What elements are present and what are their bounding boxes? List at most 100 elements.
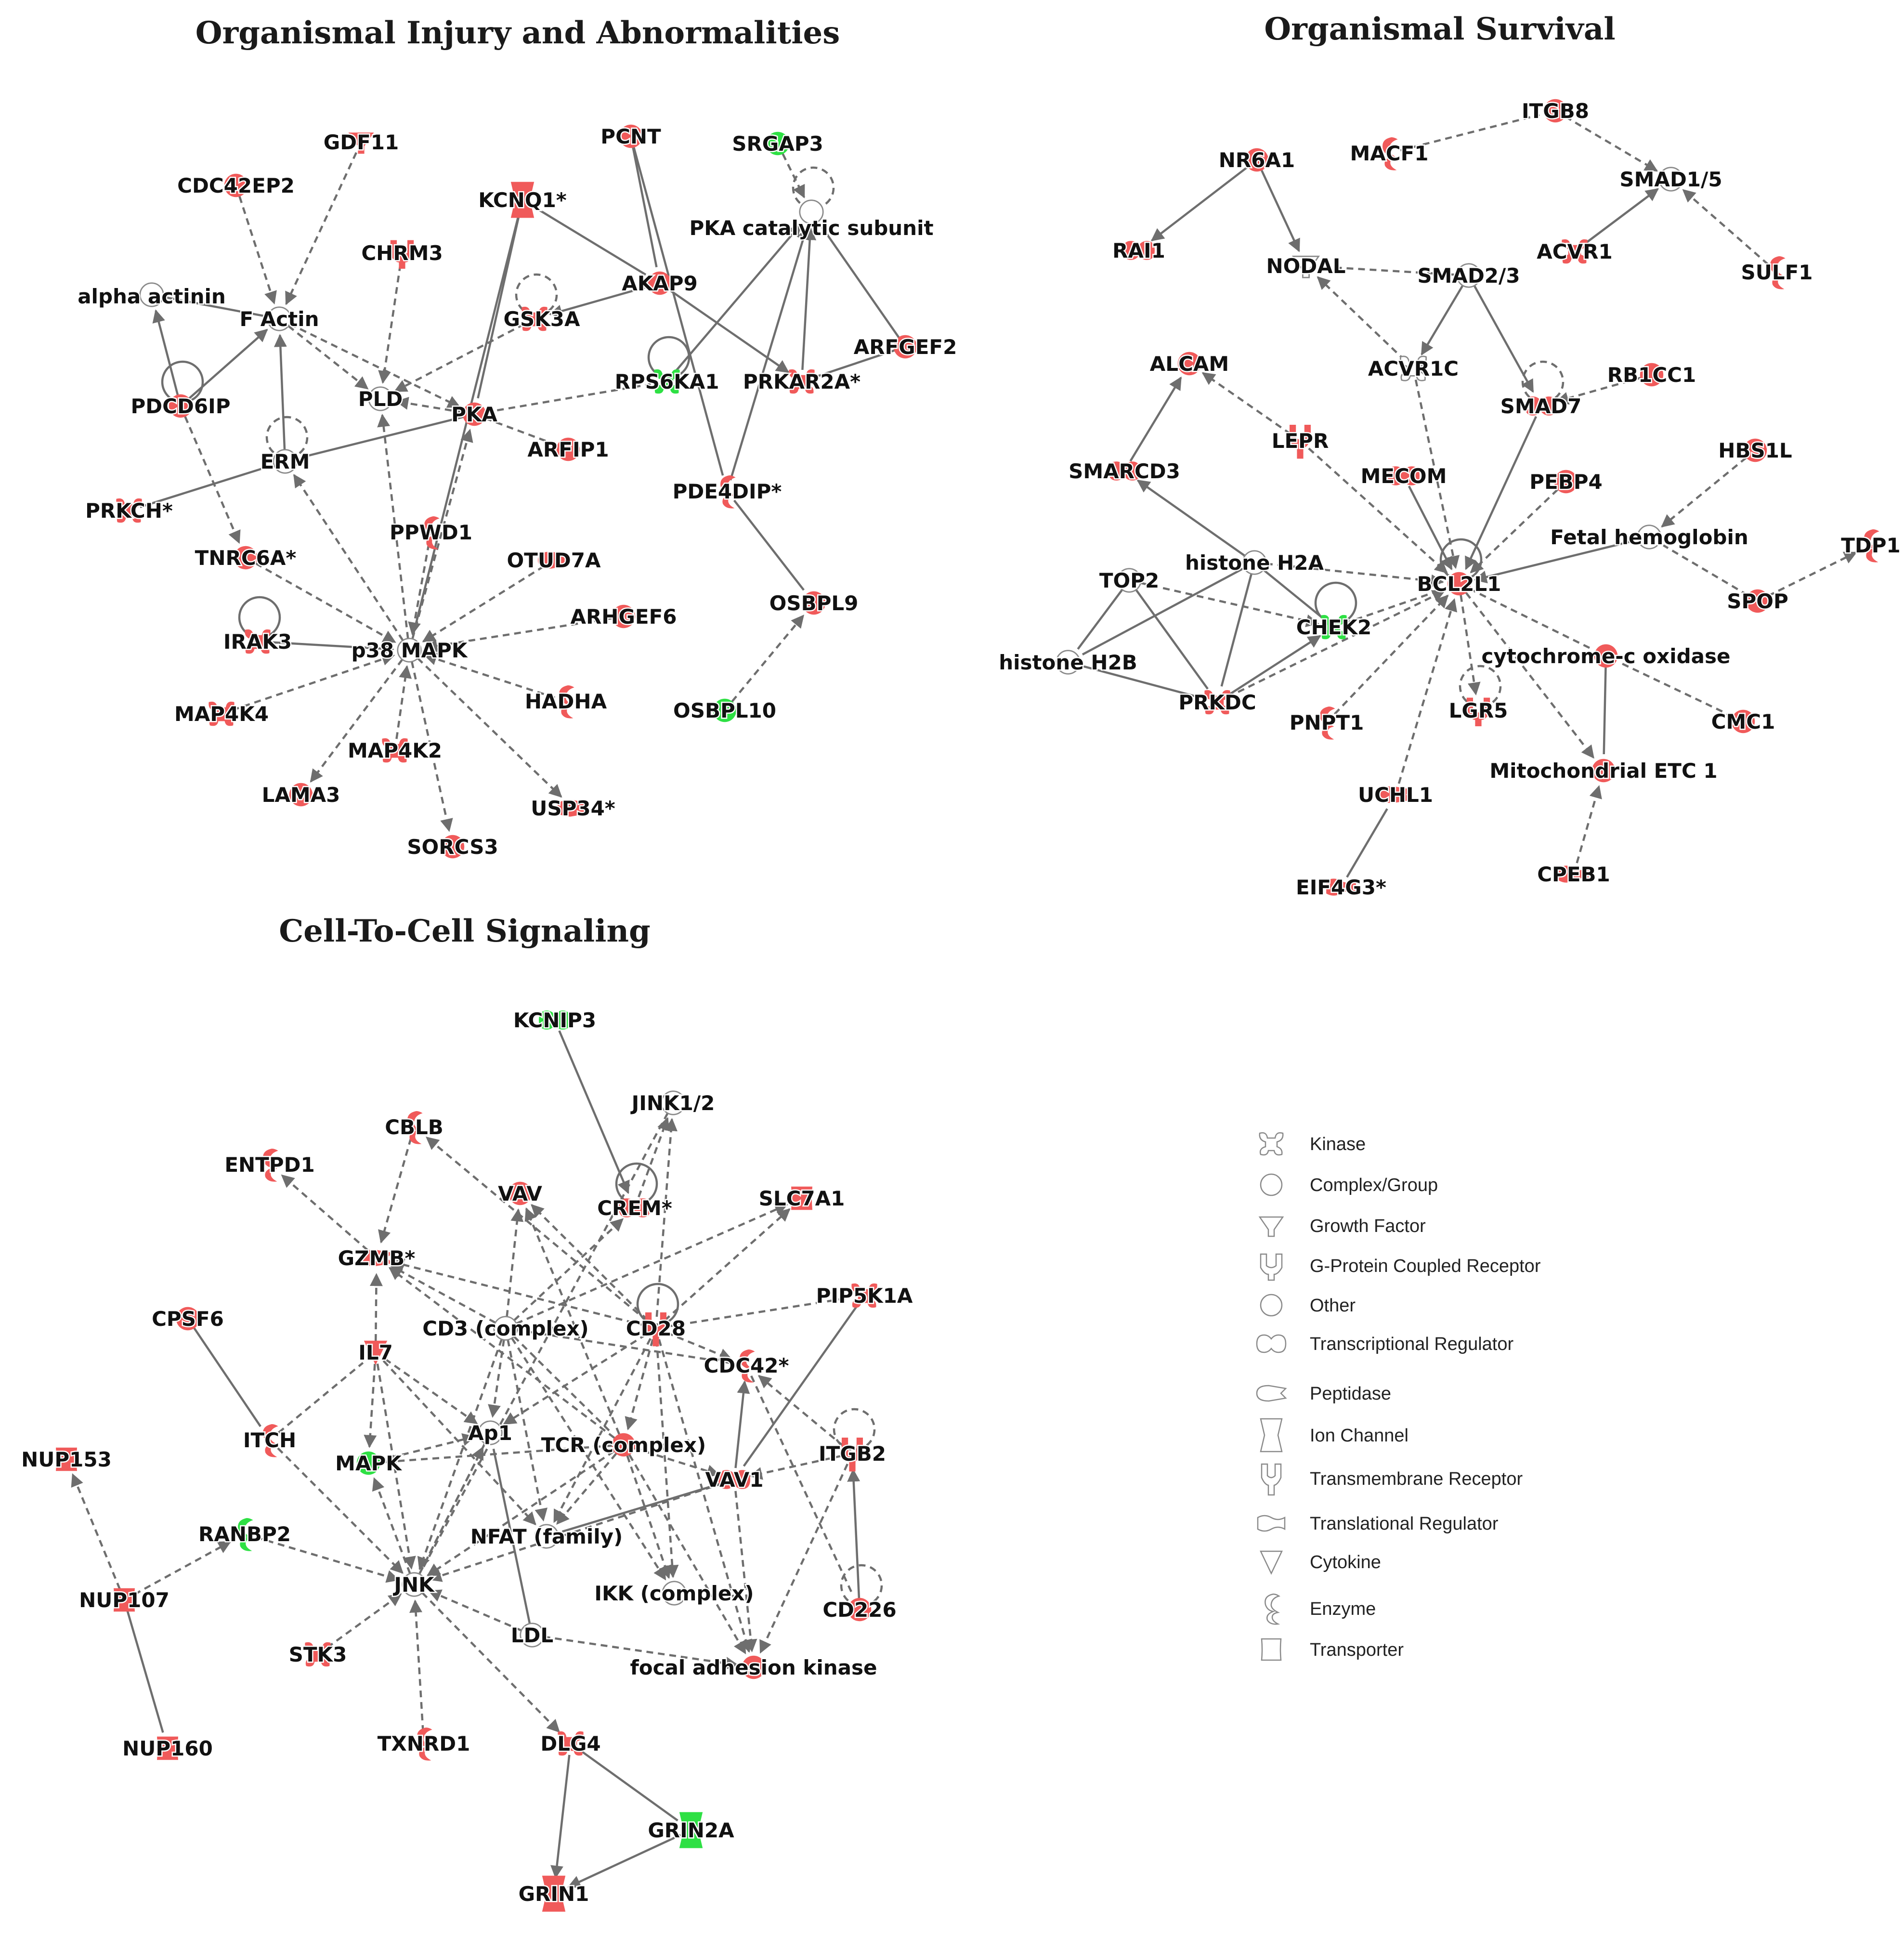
kinase-icon [789, 369, 815, 394]
node-macf1: MACF1 [1349, 137, 1430, 170]
node-label: ALCAM [1150, 352, 1229, 376]
edge-CD226-CD226 [840, 1564, 883, 1607]
legend-item-kinase: Kinase [1259, 1132, 1366, 1156]
kinase-icon [1562, 239, 1588, 264]
node-label: MAPK [335, 1452, 402, 1475]
node-tcr: TCR (complex) [540, 1432, 707, 1458]
node-label: SRGAP3 [732, 132, 823, 156]
edge-CPSF6-ITCH [193, 1327, 261, 1427]
node-label: PCNT [600, 125, 661, 148]
node-label: STK3 [289, 1643, 347, 1666]
edge-MACF1-ITGB8 [1400, 114, 1540, 152]
panel-title-survival: Organismal Survival [1264, 11, 1615, 47]
node-label: GZMB* [338, 1246, 416, 1270]
complex-icon [478, 1420, 503, 1445]
edge-TNRC6A-p38MAPK [255, 562, 396, 643]
kinase-icon [522, 306, 548, 331]
node-label: MAP4K4 [174, 702, 269, 726]
edge-SMARCD3-ALCAM [1129, 376, 1182, 462]
peptidase-icon [538, 551, 570, 569]
edge-NUP107-RANBP2 [133, 1541, 232, 1596]
node-label: p38 MAPK [352, 639, 468, 662]
node-label: USP34* [531, 797, 615, 820]
edge-PKA-ERM [300, 416, 464, 458]
edge-RB1CC1-SMAD7 [1555, 377, 1641, 405]
edge-TOP2-histoneH2B [1077, 589, 1123, 650]
node-label: RB1CC1 [1607, 363, 1696, 387]
node-label: MACF1 [1350, 142, 1428, 165]
node-label: LEPR [1272, 429, 1329, 453]
kinase-icon [1321, 615, 1347, 640]
node-label: KCNQ1* [478, 188, 567, 212]
node-jink12: JINK1/2 [629, 1090, 716, 1116]
edge-ITGB2-VAV1 [749, 1454, 842, 1480]
complex-icon [520, 1623, 545, 1648]
node-label: MECOM [1361, 464, 1447, 488]
edge-IRAK3-p38MAPK [269, 641, 394, 655]
transmembrane-icon [1290, 425, 1311, 459]
node-gzmb: GZMB* [337, 1245, 417, 1271]
transmembrane-icon [645, 1312, 666, 1347]
node-p38mapk: p38 MAPK [350, 638, 469, 664]
edge-SULF1-SMAD15 [1682, 189, 1769, 265]
node-label: LDL [511, 1624, 553, 1647]
edge-BCL2L1-cytochrome [1469, 588, 1592, 650]
edge-alphaactinin-FActin [163, 296, 264, 317]
node-label: focal adhesion kinase [630, 1656, 877, 1679]
cytokine-icon [364, 1340, 388, 1365]
node-gsk3a: GSK3A [502, 306, 581, 332]
transcriptional-icon [1108, 461, 1140, 481]
node-label: PDE4DIP* [673, 480, 782, 503]
edge-PKA-ARFIP1 [484, 417, 553, 445]
other-icon [619, 124, 643, 148]
node-label: OSBPL10 [673, 699, 776, 722]
node-label: EIF4G3* [1296, 876, 1386, 899]
enzyme-icon [720, 475, 736, 509]
node-arfip1: ARFIP1 [526, 437, 610, 463]
node-label: UCHL1 [1358, 783, 1433, 807]
edge-ITGB2-ITGB2 [833, 1408, 876, 1451]
edge-VAV1-JNK [428, 1482, 724, 1582]
edge-CMC1-cytochrome [1620, 662, 1734, 718]
node-label: alpha actinin [78, 285, 226, 308]
node-label: CD28 [626, 1317, 686, 1340]
edge-PPWD1-p38MAPK [408, 543, 430, 636]
edge-LEPR-ALCAM [1201, 372, 1291, 435]
node-otud7a: OTUD7A [506, 548, 602, 574]
transcriptional-icon [718, 1470, 750, 1489]
edge-VAV1-FAK [734, 1491, 757, 1652]
edge-TOP2-PRKDC [1135, 589, 1209, 690]
node-fetalhb: Fetal hemoglobin [1549, 524, 1750, 550]
complex-icon [273, 449, 298, 474]
edge-histoneH2B-PRKDC [1079, 664, 1202, 699]
node-pdcd6ip: PDCD6IP [130, 393, 232, 419]
edge-LEPR-BCL2L1 [1308, 447, 1448, 574]
legend-item-complex: Complex/Group [1260, 1173, 1438, 1196]
legend-label: Enzyme [1310, 1599, 1376, 1619]
node-label: RAI1 [1112, 239, 1165, 262]
legend-item-translational: Translational Regulator [1257, 1514, 1499, 1534]
node-label: RPS6KA1 [615, 370, 719, 393]
node-prkch: PRKCH* [84, 498, 174, 524]
legend-label: Other [1310, 1296, 1356, 1316]
edge-PDCD6IP-alphaactinin [152, 309, 179, 395]
edge-CBLB-GZMB [378, 1138, 412, 1244]
node-label: GSK3A [504, 307, 580, 331]
legend-item-transporter: Transporter [1261, 1638, 1404, 1661]
node-cmc1: CMC1 [1710, 709, 1776, 735]
kinase-icon [1204, 690, 1230, 715]
node-label: RANBP2 [198, 1522, 291, 1546]
peptidase-icon [361, 1249, 392, 1267]
node-top2: TOP2 [1098, 568, 1160, 594]
edge-ITCH-JNK [277, 1447, 404, 1574]
node-mapk: MAPK [334, 1451, 404, 1477]
edges-layer [71, 114, 1857, 1888]
node-arhgef6: ARHGEF6 [569, 604, 678, 630]
other-icon [848, 1598, 872, 1622]
node-fak: focal adhesion kinase [629, 1655, 878, 1681]
edge-PKAcat-PKAcat [792, 166, 835, 210]
edge-histoneH2A-BCL2L1 [1265, 563, 1444, 588]
growth-factor-icon [1291, 255, 1320, 278]
edge-p38MAPK-USP34 [417, 657, 562, 798]
gpcr-icon [1260, 1253, 1283, 1281]
